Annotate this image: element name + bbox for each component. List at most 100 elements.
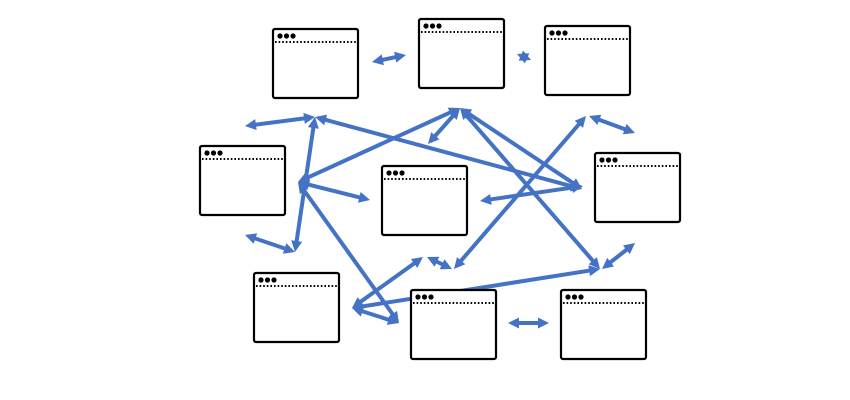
arrow-shaft — [357, 260, 418, 305]
arrow-shaft — [431, 112, 457, 140]
arrowhead — [622, 124, 635, 135]
arrowhead — [386, 314, 399, 325]
arrowhead — [298, 182, 309, 195]
arrow-shaft — [252, 116, 308, 127]
window-control-dot — [565, 294, 571, 300]
window-control-dot — [258, 277, 264, 283]
arrow-shaft — [465, 110, 577, 187]
browser-window-icon — [252, 271, 341, 344]
arrowhead — [508, 317, 519, 329]
arrow-connector — [428, 108, 460, 144]
arrowhead — [428, 132, 440, 144]
arrow-shaft — [304, 109, 454, 181]
arrow-connector — [245, 112, 315, 131]
window-control-dot — [423, 23, 429, 29]
window-control-dot — [436, 23, 442, 29]
arrowhead — [410, 257, 423, 268]
window-control-dot — [555, 30, 562, 36]
window-control-dot — [599, 157, 605, 163]
arrowhead — [602, 257, 614, 269]
window-control-dot — [578, 294, 584, 300]
arrowhead — [245, 233, 258, 244]
arrow-shaft — [379, 54, 399, 63]
arrow-connector — [454, 116, 586, 269]
arrow-connector — [352, 306, 399, 325]
browser-window-icon — [198, 144, 287, 217]
arrowhead — [282, 243, 295, 254]
arrowhead — [517, 53, 530, 64]
arrow-connector — [427, 256, 452, 270]
window-control-dot — [204, 150, 210, 156]
arrow-connector — [480, 182, 583, 205]
window-control-dot — [429, 23, 436, 29]
browser-window-icon — [409, 288, 498, 361]
browser-window-icon — [543, 24, 632, 97]
browser-window-icon — [593, 151, 682, 224]
arrow-shaft — [305, 181, 363, 201]
browser-window-icon — [380, 164, 469, 237]
arrow-shaft — [457, 120, 583, 265]
arrow-connector — [372, 51, 406, 66]
arrowhead — [394, 51, 406, 63]
arrow-connector — [589, 114, 635, 135]
arrowhead — [298, 172, 311, 183]
arrowhead — [245, 119, 257, 131]
arrowhead — [588, 265, 600, 277]
window-frame — [198, 144, 287, 217]
arrowhead — [460, 108, 472, 120]
window-control-dot — [399, 170, 405, 176]
arrowhead — [388, 310, 399, 323]
arrowhead — [448, 108, 460, 120]
arrowhead — [303, 112, 315, 124]
arrowhead — [439, 259, 452, 270]
window-control-dot — [612, 157, 618, 163]
arrow-connector — [517, 50, 531, 64]
arrowhead — [315, 114, 328, 126]
window-control-dot — [421, 294, 428, 300]
browser-window-icon — [559, 288, 648, 361]
window-control-dot — [271, 277, 277, 283]
window-control-dot — [210, 150, 217, 156]
window-control-dot — [217, 150, 223, 156]
arrows-layer — [245, 50, 635, 329]
arrow-shaft — [301, 187, 396, 318]
arrowhead — [307, 117, 319, 129]
arrow-connector — [508, 317, 549, 329]
window-frame — [543, 24, 632, 97]
window-frame — [417, 17, 506, 90]
window-frame — [271, 27, 360, 100]
arrowhead — [538, 317, 549, 329]
window-frame — [593, 151, 682, 224]
window-control-dot — [277, 33, 283, 39]
window-control-dot — [605, 157, 612, 163]
arrowhead — [589, 114, 602, 125]
arrowhead — [358, 192, 370, 203]
browser-window-icon — [417, 17, 506, 90]
arrowhead — [427, 256, 440, 267]
window-frame — [559, 288, 648, 361]
arrowhead — [574, 116, 586, 128]
arrow-connector — [602, 243, 635, 269]
window-control-dot — [571, 294, 578, 300]
window-control-dot — [415, 294, 421, 300]
window-frame — [380, 164, 469, 237]
arrowhead — [352, 306, 365, 317]
arrow-shaft — [487, 185, 576, 202]
window-control-dot — [562, 30, 568, 36]
window-control-dot — [386, 170, 392, 176]
arrowhead — [372, 54, 384, 66]
arrow-shaft — [595, 116, 629, 133]
window-control-dot — [549, 30, 555, 36]
arrowhead — [291, 240, 303, 252]
arrow-shaft — [359, 268, 593, 309]
window-control-dot — [290, 33, 296, 39]
window-frame — [409, 288, 498, 361]
arrow-shaft — [463, 112, 597, 265]
window-control-dot — [392, 170, 399, 176]
arrowhead — [623, 243, 635, 255]
window-control-dot — [264, 277, 271, 283]
arrowhead — [454, 257, 466, 269]
arrow-connector — [460, 108, 600, 269]
